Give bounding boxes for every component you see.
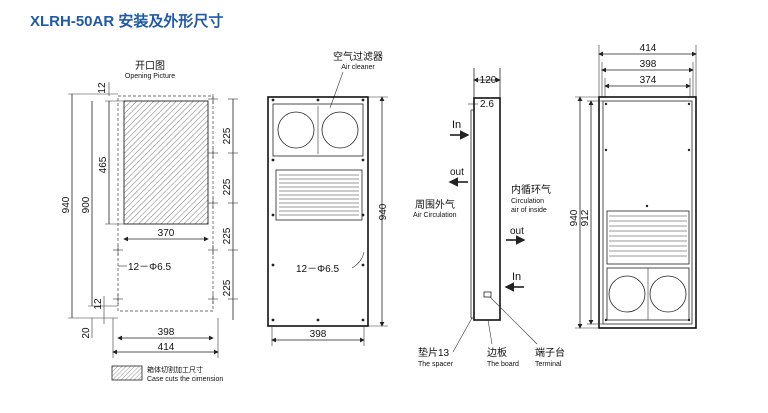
side-out-right: out (510, 226, 524, 237)
opening-dim-465: 465 (98, 156, 109, 173)
opening-dim-12-bottom: 12 (93, 298, 104, 310)
outer-air-cn: 周围外气 (415, 198, 455, 211)
side-body (473, 97, 501, 321)
side-dim-120: 120 (480, 75, 497, 86)
air-cleaner-label-en: Air cleaner (341, 64, 375, 71)
opening-hatched-area (123, 100, 209, 225)
opening-dim-900: 900 (81, 196, 92, 213)
back-dim-398: 398 (640, 59, 657, 70)
opening-dim-370: 370 (158, 228, 175, 239)
front-view: 空气过滤器 Air cleaner (222, 50, 389, 346)
outer-air-en: Air Circulation (413, 212, 457, 219)
inner-air-en-1: Circulation (511, 198, 544, 205)
front-dim-225-a: 225 (222, 127, 233, 144)
filter-fan-right (321, 111, 359, 149)
inner-air-en-2: air of inside (511, 207, 547, 214)
front-dim-225-c: 225 (222, 227, 233, 244)
front-dim-398: 398 (310, 329, 327, 340)
opening-dim-398: 398 (158, 327, 175, 338)
spacer-label-cn: 垫片13 (418, 346, 450, 359)
inner-air-cn: 内循环气 (511, 183, 551, 196)
back-cabinet (598, 96, 697, 329)
back-dim-940: 940 (569, 209, 580, 226)
terminal-label-en: Terminal (535, 361, 562, 368)
front-screws (271, 98, 365, 322)
side-out-left: out (450, 167, 464, 178)
louver-panel (275, 169, 363, 221)
legend-label-cn: 箱体切割加工尺寸 (147, 365, 203, 374)
side-in-bottom: In (512, 271, 521, 283)
air-cleaner-label-cn: 空气过滤器 (333, 50, 383, 63)
back-screws (604, 102, 691, 322)
front-cabinet (267, 96, 369, 327)
side-dim-2-6: 2.6 (480, 99, 494, 110)
louver-lines (279, 174, 359, 216)
filter-box (272, 103, 364, 157)
filter-fan-left (277, 111, 315, 149)
side-in-top: In (452, 119, 461, 131)
board-label-en: The board (487, 361, 519, 368)
board-label-cn: 边板 (487, 346, 507, 359)
opening-label-cn: 开口图 (135, 60, 165, 72)
back-inner-frame (602, 100, 693, 325)
back-louver-panel (606, 210, 690, 265)
legend-hatch-swatch (111, 365, 143, 381)
front-dim-225-b: 225 (222, 178, 233, 195)
back-fan-right (649, 275, 687, 313)
back-dim-374: 374 (640, 75, 657, 86)
front-dim-225-d: 225 (222, 279, 233, 296)
opening-label-en: Opening Picture (125, 73, 175, 80)
spacer-label-en: The spacer (418, 361, 454, 368)
opening-holes (113, 94, 218, 304)
opening-picture-view: 开口图 Opening Picture 940 (61, 60, 223, 383)
opening-dim-12-top: 12 (97, 82, 108, 94)
front-holes-label: 12－Φ6.5 (296, 264, 339, 275)
back-dim-912: 912 (580, 209, 591, 226)
terminal-label-cn: 端子台 (535, 346, 565, 359)
back-fan-left (608, 275, 646, 313)
side-view: 120 2.6 In out 周围外气 Air Circulation 内循环气… (413, 68, 565, 368)
terminal-block (483, 291, 492, 298)
opening-dim-940: 940 (61, 196, 72, 213)
legend-label-en: Case cuts the cimension (147, 376, 223, 383)
back-louver-lines (609, 215, 687, 257)
back-view: 414 398 374 (569, 43, 697, 329)
opening-dim-414: 414 (158, 342, 175, 353)
page-title: XLRH-50AR 安装及外形尺寸 (30, 12, 223, 30)
opening-dim-20: 20 (81, 327, 92, 339)
front-dim-940: 940 (378, 203, 389, 220)
opening-holes-label: 12－Φ6.5 (128, 262, 171, 273)
back-dim-414: 414 (640, 43, 657, 54)
